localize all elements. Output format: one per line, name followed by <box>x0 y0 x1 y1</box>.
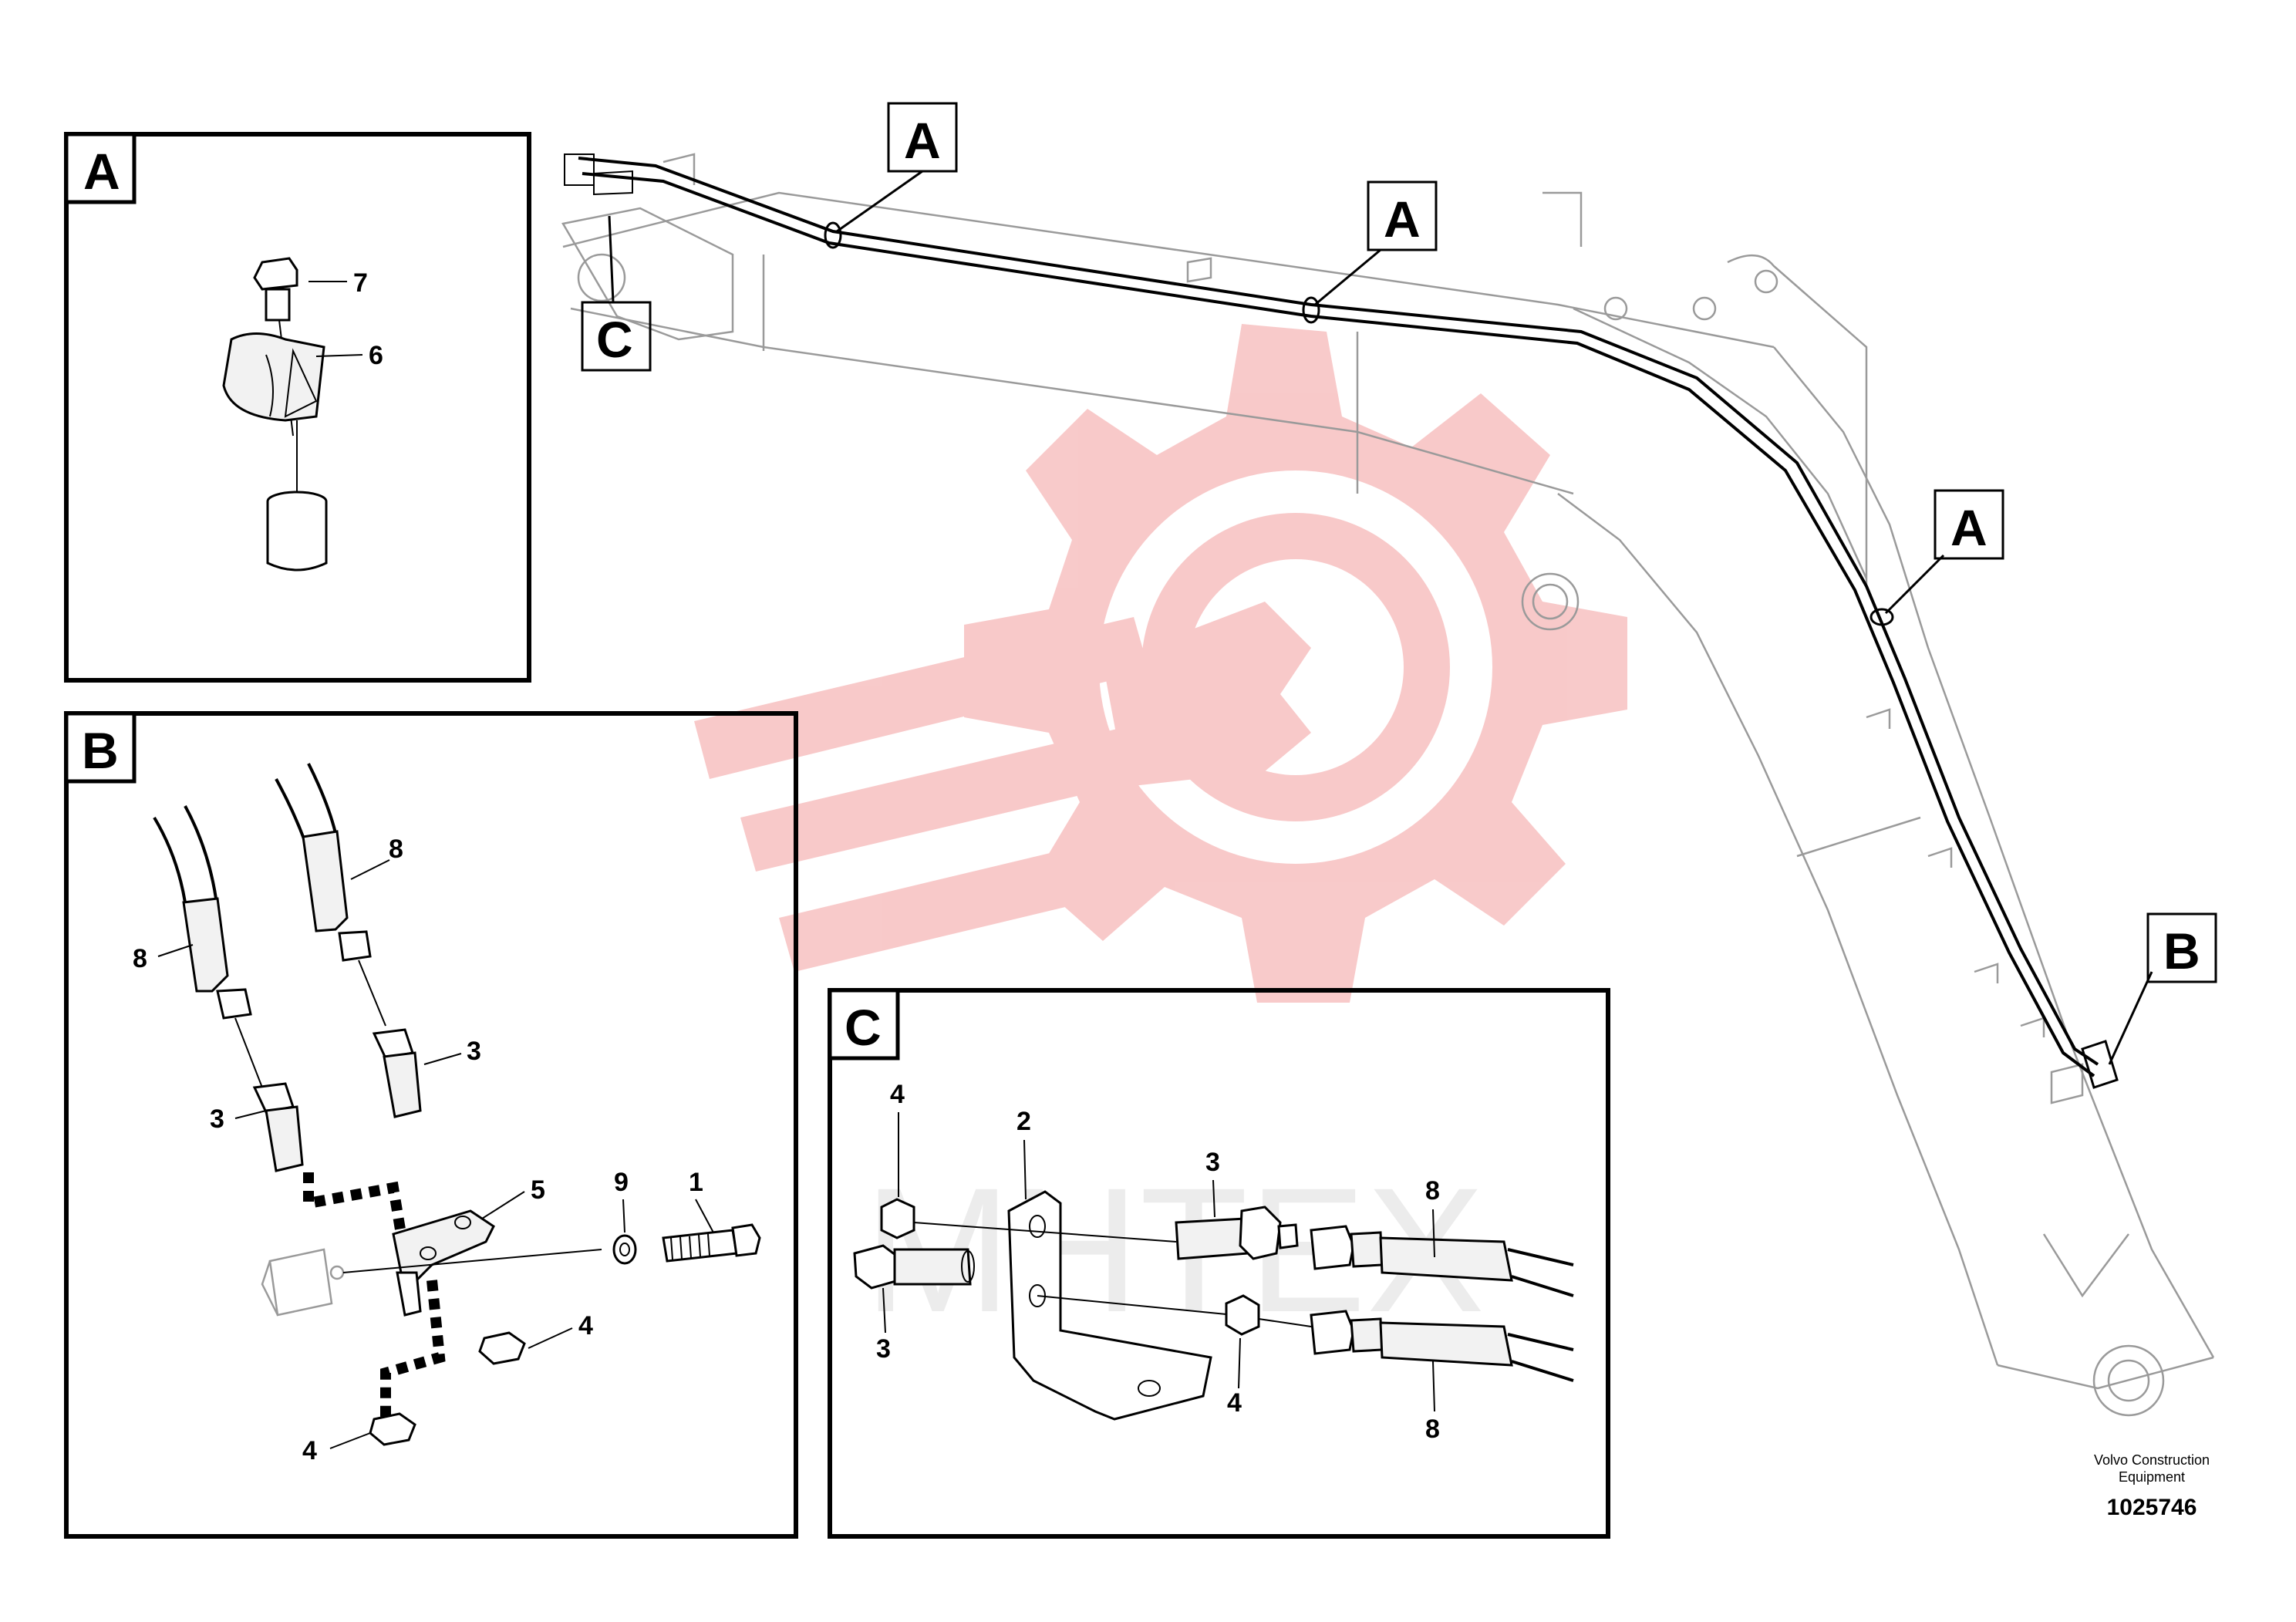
panel-c-letter: C <box>845 999 882 1056</box>
nut-part-4-top <box>880 1198 915 1239</box>
callout-c-3-top: 3 <box>1205 1148 1220 1177</box>
callout-b-9: 9 <box>614 1168 629 1197</box>
washer-part-9 <box>612 1234 637 1265</box>
callout-b-3-left: 3 <box>210 1104 224 1134</box>
support-block <box>261 1248 345 1317</box>
nut-part-4-bottom <box>1225 1294 1260 1336</box>
boom-label-b: B <box>2108 912 2217 1065</box>
nut-part-4-upper <box>478 1331 526 1365</box>
clamp-part-6 <box>222 332 325 422</box>
svg-text:A: A <box>1950 499 1988 556</box>
svg-text:B: B <box>2163 922 2200 980</box>
callout-b-8-lower: 8 <box>133 944 147 973</box>
company-line-1: Volvo Construction <box>2093 1452 2210 1468</box>
callout-b-4-upper: 4 <box>578 1311 593 1340</box>
hose-end-lower <box>1310 1310 1574 1382</box>
bracket-part-2 <box>1007 1190 1212 1421</box>
boom-label-c: C <box>581 215 652 372</box>
company-line-2: Equipment <box>2118 1469 2186 1485</box>
fitting-part-3-left-c <box>853 1244 975 1290</box>
panel-a-letter: A <box>83 143 120 200</box>
svg-text:A: A <box>904 112 941 169</box>
panel-b-letter: B <box>82 722 119 779</box>
hose-end-upper <box>1310 1225 1574 1297</box>
boom-hoses <box>564 153 2119 1089</box>
spacer-part <box>266 491 328 572</box>
callout-b-4-lower: 4 <box>302 1436 317 1465</box>
bracket-part-5 <box>392 1209 495 1317</box>
boom-label-a1: A <box>836 102 958 233</box>
callout-a-6: 6 <box>369 341 383 370</box>
company-name: Volvo Construction Equipment <box>2067 1452 2237 1485</box>
bolt-part-1 <box>662 1223 761 1263</box>
detail-panel-b: B 8 8 3 3 <box>64 711 798 1539</box>
fitting-part-3-right-c <box>1175 1206 1299 1260</box>
svg-text:A: A <box>1384 191 1421 248</box>
callout-a-7: 7 <box>353 268 368 298</box>
drawing-number: 1025746 <box>2106 1495 2197 1520</box>
callout-b-3-right: 3 <box>467 1037 481 1066</box>
detail-panel-a: A 7 6 <box>64 132 531 683</box>
fitting-part-3-left <box>252 1082 304 1172</box>
boom-label-a3: A <box>1884 489 2004 615</box>
callout-c-4-top: 4 <box>890 1080 905 1109</box>
nut-part-4-lower <box>369 1412 416 1446</box>
callout-b-8-upper: 8 <box>389 835 403 864</box>
callout-c-8-top: 8 <box>1425 1176 1440 1206</box>
detail-panel-c: C 4 2 3 3 <box>828 988 1610 1539</box>
boom-label-a2: A <box>1314 180 1438 306</box>
callout-c-3-bottom: 3 <box>876 1334 891 1364</box>
svg-text:C: C <box>596 311 633 368</box>
callout-c-8-bottom: 8 <box>1425 1415 1440 1444</box>
callout-c-4-bottom: 4 <box>1227 1388 1242 1418</box>
boom-arm-drawing <box>561 153 2215 1417</box>
watermark-logo: МНТЕХ <box>694 324 1627 1349</box>
fitting-part-3-right <box>372 1028 422 1118</box>
callout-b-1: 1 <box>689 1168 703 1197</box>
callout-b-5: 5 <box>531 1175 545 1205</box>
callout-c-2: 2 <box>1017 1107 1031 1136</box>
